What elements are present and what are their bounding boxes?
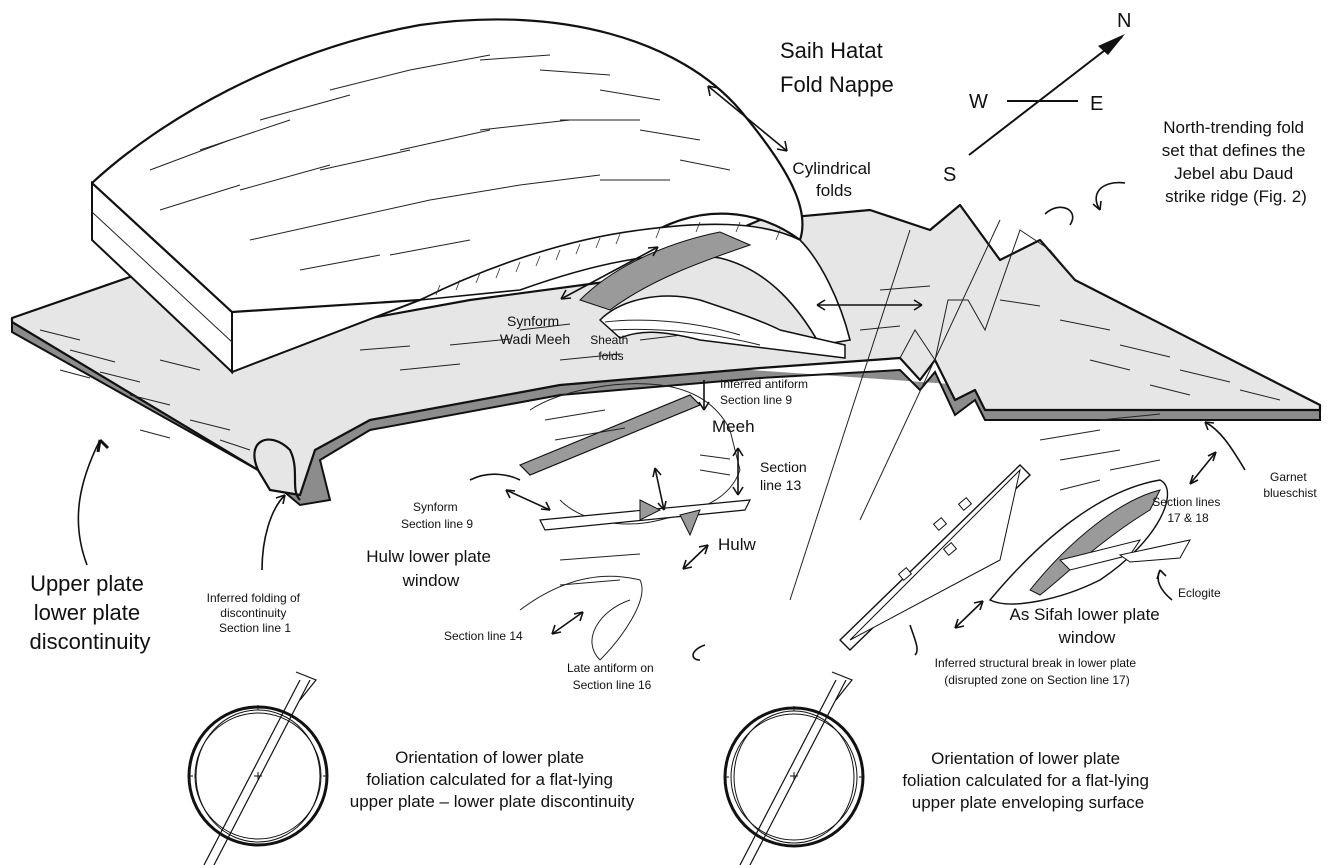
late-antiform-label: Late antiform on Section line 16 xyxy=(567,661,657,692)
eclogite-label: Eclogite xyxy=(1178,586,1221,600)
inferred-folding-label: Inferred folding of discontinuity Sectio… xyxy=(207,591,304,635)
hulw-label: Hulw xyxy=(718,535,757,554)
compass-east: E xyxy=(1090,93,1103,115)
structural-break-label: Inferred structural break in lower plate… xyxy=(935,656,1140,687)
stereonet-left-caption: Orientation of lower plate foliation cal… xyxy=(350,748,635,811)
inferred-antiform-label: Inferred antiform Section line 9 xyxy=(720,377,811,407)
stereonet-right xyxy=(724,672,864,865)
section-14-label: Section line 14 xyxy=(444,629,523,643)
hulw-window-label: Hulw lower plate window xyxy=(366,547,495,590)
compass-west: W xyxy=(969,91,988,113)
compass-north: N xyxy=(1117,10,1131,32)
north-trending-label: North-trending fold set that defines the… xyxy=(1162,118,1310,206)
garnet-blueschist-label: Garnet blueschist xyxy=(1263,470,1317,500)
meeh-label: Meeh xyxy=(712,417,755,436)
compass-south: S xyxy=(943,164,956,186)
section-13-label: Section line 13 xyxy=(760,459,811,493)
nappe-title: Saih Hatat Fold Nappe xyxy=(780,38,894,97)
cylindrical-folds-label: Cylindrical folds xyxy=(792,159,875,200)
upper-lower-discontinuity-label: Upper plate lower plate discontinuity xyxy=(29,571,150,654)
stereonet-left xyxy=(188,672,328,865)
as-sifah-window-label: As Sifah lower plate window xyxy=(1010,605,1165,647)
stereonet-right-caption: Orientation of lower plate foliation cal… xyxy=(902,749,1153,812)
synform-section-9-label: Synform Section line 9 xyxy=(401,500,473,531)
